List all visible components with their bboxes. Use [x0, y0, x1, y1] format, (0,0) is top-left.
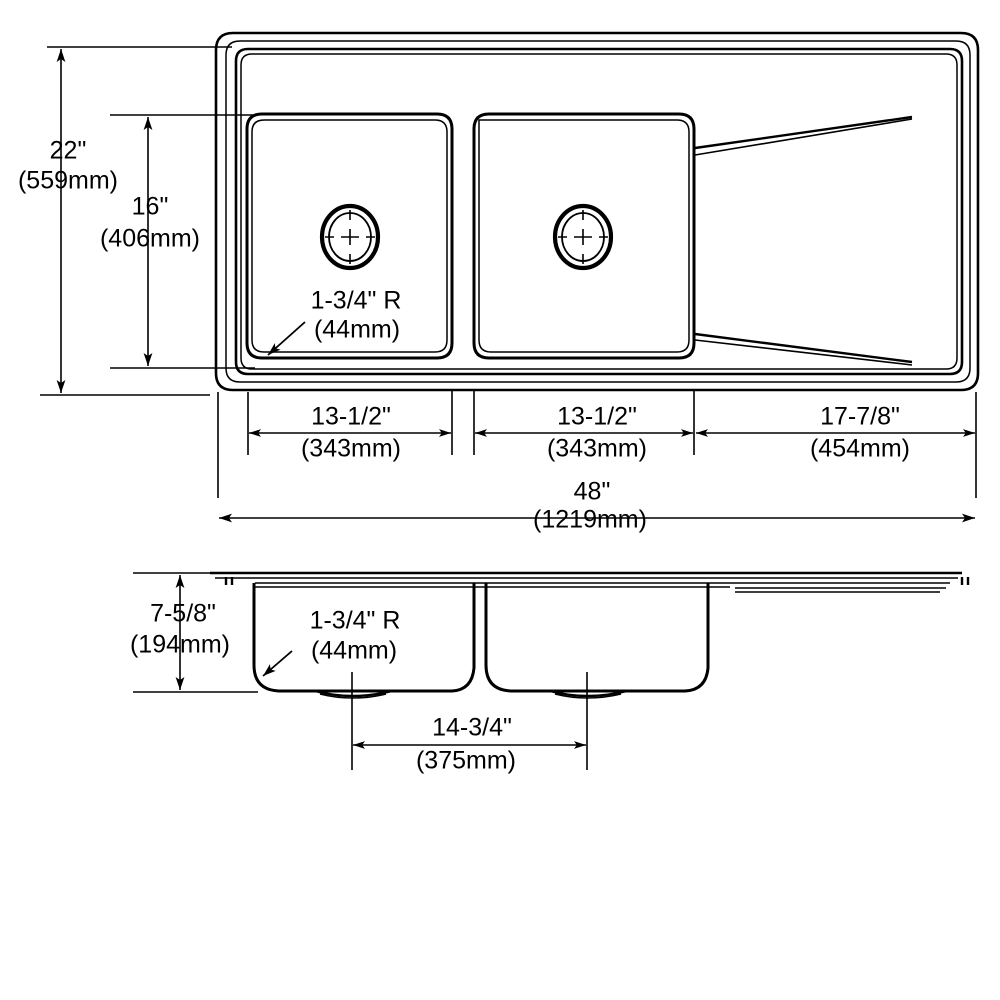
drain-spacing-imperial: 14-3/4" [432, 714, 512, 742]
left-bowl-outline [245, 112, 454, 360]
drainboard-width-imperial: 17-7/8" [820, 403, 900, 431]
drainboard-ridge-top-upper [694, 115, 913, 150]
right-bowl-width-metric: (343mm) [547, 435, 647, 463]
side-left-bowl-profile [252, 583, 476, 693]
top-corner-radius-imperial: 1-3/4" R [311, 287, 402, 315]
side-height-metric: (194mm) [130, 631, 230, 659]
drainboard-ridge-bottom-upper [694, 332, 913, 364]
left-bowl-width-imperial: 13-1/2" [311, 403, 391, 431]
left-bowl-width-metric: (343mm) [301, 435, 401, 463]
sink-rim-fold-line [225, 40, 971, 383]
overall-width-imperial: 48" [574, 478, 611, 506]
side-corner-radius-leader-arrow [262, 650, 293, 677]
sink-inner-deck-edge-secondary [240, 53, 958, 370]
right-bowl-outline [472, 112, 696, 360]
top-corner-radius-metric: (44mm) [314, 316, 400, 344]
right-bowl-inner-line [478, 119, 690, 353]
right-drain-strainer [552, 203, 614, 271]
overall-depth-metric: (559mm) [18, 167, 118, 195]
side-left-clip-mark [224, 577, 234, 585]
right-bowl-width-imperial: 13-1/2" [557, 403, 637, 431]
top-corner-radius-leader-arrow [267, 321, 306, 356]
bowl-depth-imperial: 16" [132, 193, 169, 221]
drainboard-ridge-top-lower [694, 118, 913, 156]
overall-depth-imperial: 22" [50, 137, 87, 165]
drain-spacing-metric: (375mm) [416, 747, 516, 775]
bowl-depth-metric: (406mm) [100, 225, 200, 253]
side-right-clip-mark [960, 577, 970, 585]
left-drain-strainer [319, 203, 381, 271]
side-corner-radius-metric: (44mm) [311, 637, 397, 665]
side-right-bowl-profile [484, 583, 710, 693]
sink-outer-rim [214, 31, 980, 392]
top-view-group: 22" (559mm) 16" (406mm) 1-3/4" R (44mm) … [18, 31, 980, 534]
sink-inner-deck-edge [234, 47, 964, 376]
side-corner-radius-imperial: 1-3/4" R [310, 607, 401, 635]
drainboard-width-metric: (454mm) [810, 435, 910, 463]
drainboard-ridge-bottom-lower [694, 339, 913, 366]
left-bowl-inner-line [251, 119, 448, 353]
overall-width-metric: (1219mm) [533, 506, 647, 534]
side-section-view-group: 7-5/8" (194mm) 1-3/4" R (44mm) 14-3/4" (… [130, 571, 970, 775]
side-height-imperial: 7-5/8" [150, 600, 216, 628]
